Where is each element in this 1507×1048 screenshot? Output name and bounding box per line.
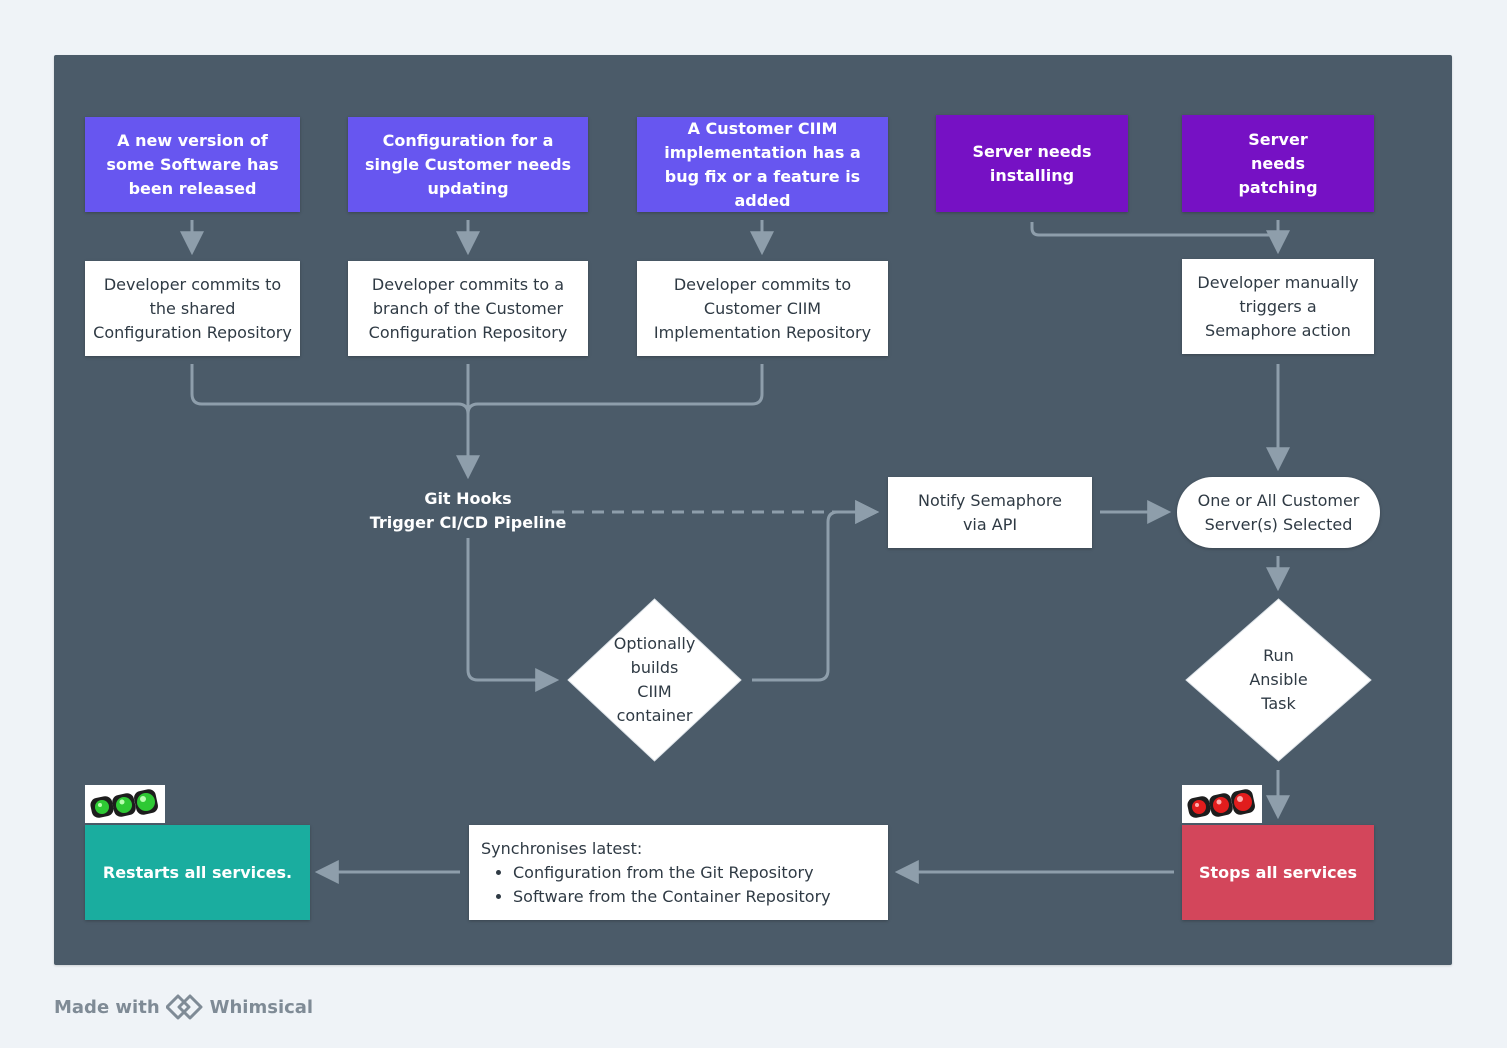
decision-run-ansible[interactable]: Run Ansible Task	[1184, 597, 1373, 763]
decision-builds-container[interactable]: Optionally builds CIIM container	[566, 597, 743, 763]
step-dev-manual-trigger[interactable]: Developer manually triggers a Semaphore …	[1182, 259, 1374, 354]
traffic-lights-green-art	[90, 789, 158, 818]
step-restarts-services[interactable]: Restarts all services.	[85, 825, 310, 920]
decision-run-ansible-label: Run Ansible Task	[1249, 646, 1308, 713]
decision-builds-shape	[567, 598, 742, 762]
sync-item-software: Software from the Container Repository	[513, 885, 831, 909]
step-stops-services[interactable]: Stops all services	[1182, 825, 1374, 920]
step-synchronise[interactable]: Synchronises latest: Configuration from …	[469, 825, 888, 920]
event-server-install-label: Server needs installing	[972, 141, 1092, 185]
traffic-lights-red-art	[1187, 789, 1255, 818]
event-server-patch-label: Server needs patching	[1238, 129, 1318, 197]
sync-item-config: Configuration from the Git Repository	[513, 861, 831, 885]
step-dev-branch-commit-label: Developer commits to a branch of the Cus…	[368, 274, 568, 342]
step-dev-manual-trigger-label: Developer manually triggers a Semaphore …	[1197, 272, 1359, 340]
event-new-software-version[interactable]: A new version of some Software has been …	[85, 117, 300, 212]
traffic-lights-green-icon	[85, 785, 165, 823]
step-notify-semaphore[interactable]: Notify Semaphore via API	[888, 477, 1092, 548]
event-new-software-version-label: A new version of some Software has been …	[106, 130, 279, 198]
step-servers-selected[interactable]: One or All Customer Server(s) Selected	[1177, 477, 1380, 548]
step-dev-ciim-commit-label: Developer commits to Customer CIIM Imple…	[653, 274, 872, 342]
step-stops-services-label: Stops all services	[1198, 862, 1358, 882]
step-dev-shared-commit-label: Developer commits to the shared Configur…	[93, 274, 292, 342]
git-hooks-line1: Git Hooks	[424, 489, 512, 508]
event-server-install[interactable]: Server needs installing	[936, 115, 1128, 212]
made-with-label: Made with	[54, 996, 160, 1018]
event-ciim-bug-fix[interactable]: A Customer CIIM implementation has a bug…	[637, 117, 888, 212]
step-dev-shared-commit[interactable]: Developer commits to the shared Configur…	[85, 261, 300, 356]
step-dev-ciim-commit[interactable]: Developer commits to Customer CIIM Imple…	[637, 261, 888, 356]
git-hooks-label[interactable]: Git Hooks Trigger CI/CD Pipeline	[345, 487, 591, 535]
event-config-update[interactable]: Configuration for a single Customer need…	[348, 117, 588, 212]
step-synchronise-title: Synchronises latest:	[481, 839, 643, 858]
git-hooks-line2: Trigger CI/CD Pipeline	[369, 513, 567, 532]
step-notify-semaphore-label: Notify Semaphore via API	[918, 490, 1062, 534]
step-servers-selected-label: One or All Customer Server(s) Selected	[1197, 490, 1360, 534]
traffic-lights-red-icon	[1182, 785, 1262, 823]
whimsical-brand-label: Whimsical	[209, 996, 314, 1018]
made-with-whimsical[interactable]: Made with Whimsical	[54, 993, 313, 1021]
event-ciim-bug-fix-label: A Customer CIIM implementation has a bug…	[664, 118, 861, 210]
event-server-patch[interactable]: Server needs patching	[1182, 115, 1374, 212]
decision-ansible-shape	[1185, 598, 1372, 762]
step-restarts-services-label: Restarts all services.	[102, 862, 293, 882]
whimsical-logo-icon	[165, 993, 204, 1021]
step-synchronise-list: Configuration from the Git Repository So…	[481, 861, 831, 909]
event-config-update-label: Configuration for a single Customer need…	[364, 130, 572, 198]
decision-builds-label: Optionally builds CIIM container	[613, 634, 696, 725]
step-dev-branch-commit[interactable]: Developer commits to a branch of the Cus…	[348, 261, 588, 356]
